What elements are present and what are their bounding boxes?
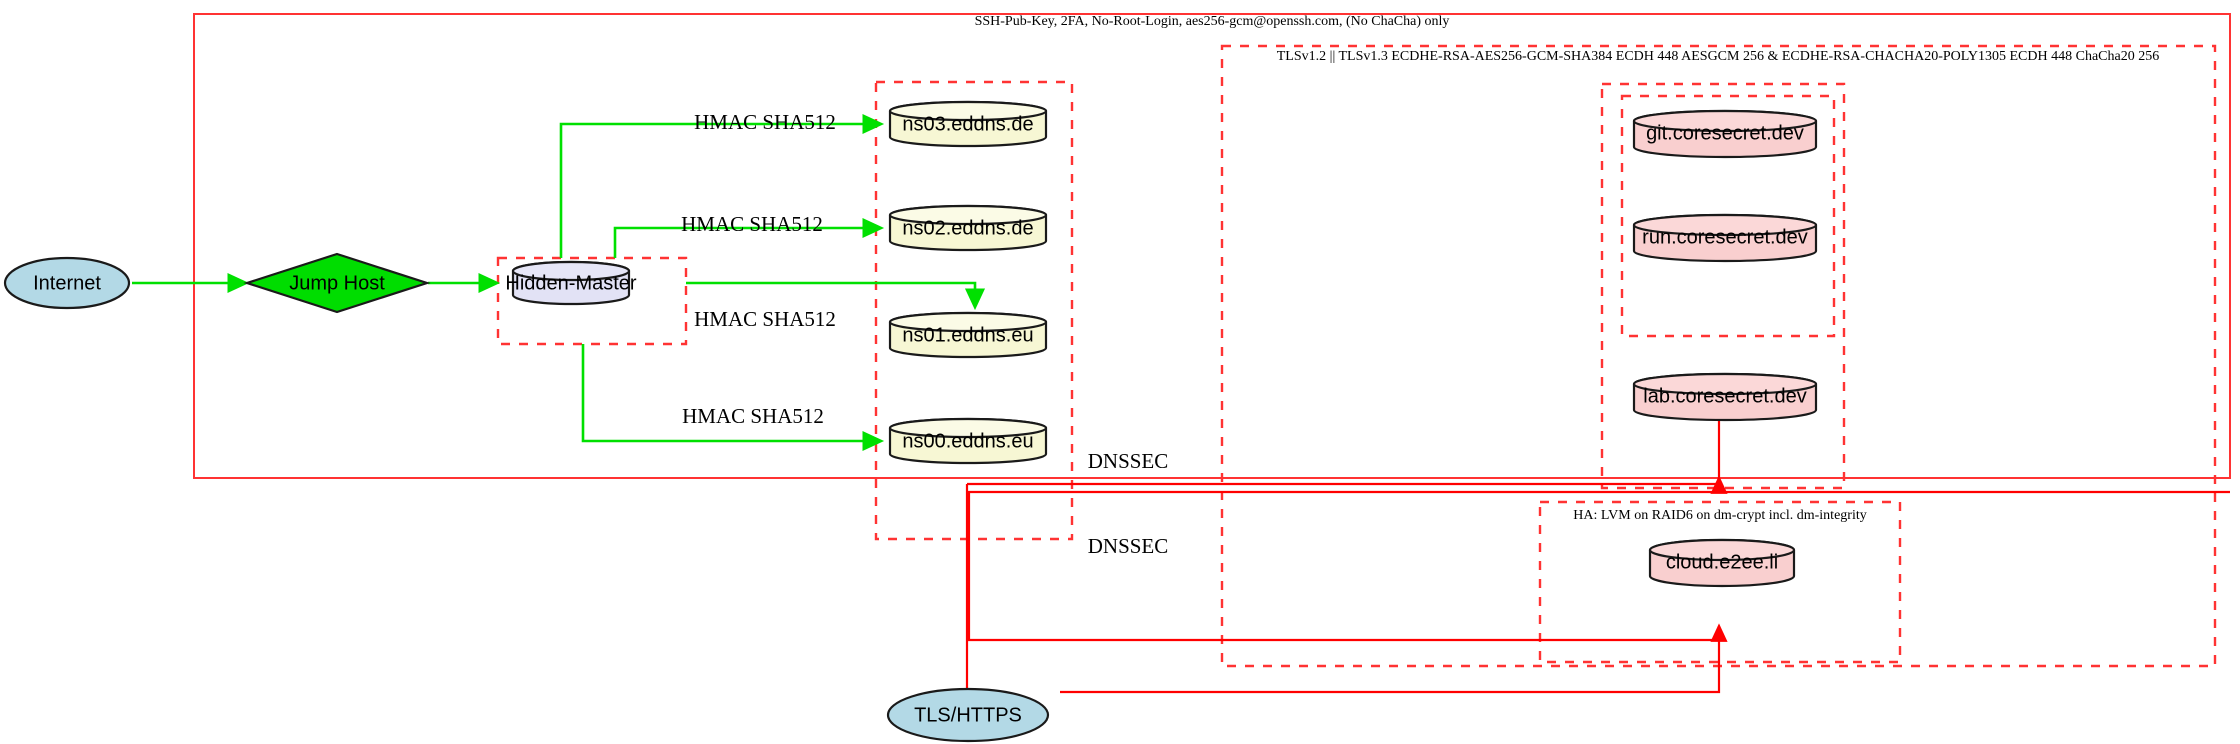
- node-internet-label: Internet: [33, 272, 101, 294]
- node-tls-https-label: TLS/HTTPS: [914, 704, 1022, 726]
- edge-tls-https-to-cloud: [1060, 623, 1728, 694]
- node-cloud-label: cloud.e2ee.li: [1666, 551, 1778, 573]
- node-tls-https[interactable]: TLS/HTTPS: [886, 687, 1050, 743]
- node-cloud-e2ee-li[interactable]: cloud.e2ee.li: [1648, 538, 1796, 588]
- edge-label-hmac-ns00: HMAC SHA512: [682, 404, 824, 428]
- cluster-hidden-master-zone: [496, 256, 688, 346]
- node-ns00-label: ns00.eddns.eu: [902, 430, 1033, 452]
- edge-label-hmac-ns01: HMAC SHA512: [694, 307, 836, 331]
- edge-hidden-master-to-ns03: [559, 113, 885, 258]
- node-run-label: run.coresecret.dev: [1642, 226, 1808, 248]
- cluster-tls-zone-label: TLSv1.2 || TLSv1.3 ECDHE-RSA-AES256-GCM-…: [1277, 49, 2159, 64]
- node-lab-coresecret-dev[interactable]: lab.coresecret.dev: [1632, 372, 1818, 422]
- edge-label-hmac-ns03: HMAC SHA512: [694, 110, 836, 134]
- node-ns01[interactable]: ns01.eddns.eu: [888, 311, 1048, 359]
- cluster-coresecret-inner-zone: [1620, 94, 1836, 338]
- node-jump-host[interactable]: Jump Host: [243, 252, 431, 314]
- cluster-ssh-zone: [193, 13, 2231, 479]
- edge-hidden-master-to-ns00: [581, 344, 885, 452]
- node-git-label: git.coresecret.dev: [1646, 122, 1804, 144]
- node-ns02[interactable]: ns02.eddns.de: [888, 204, 1048, 252]
- edge-dnssec-path-b: [967, 490, 2230, 640]
- node-hidden-master[interactable]: Hidden-Master: [505, 260, 637, 306]
- node-lab-label: lab.coresecret.dev: [1643, 385, 1806, 407]
- edge-hidden-master-to-ns02: [613, 217, 885, 258]
- node-ns00[interactable]: ns00.eddns.eu: [888, 417, 1048, 465]
- node-ns02-label: ns02.eddns.de: [902, 217, 1033, 239]
- node-run-coresecret-dev[interactable]: run.coresecret.dev: [1632, 213, 1818, 263]
- cluster-ha-zone-label: HA: LVM on RAID6 on dm-crypt incl. dm-in…: [1573, 508, 1866, 523]
- node-ns01-label: ns01.eddns.eu: [902, 324, 1033, 346]
- cluster-dns-zone: [874, 80, 1074, 541]
- edge-hidden-master-to-ns01: [686, 281, 986, 311]
- node-jump-host-label: Jump Host: [289, 272, 385, 294]
- node-hidden-master-label: Hidden-Master: [505, 272, 637, 294]
- node-ns03[interactable]: ns03.eddns.de: [888, 100, 1048, 148]
- node-git-coresecret-dev[interactable]: git.coresecret.dev: [1632, 109, 1818, 159]
- cluster-ssh-zone-label: SSH-Pub-Key, 2FA, No-Root-Login, aes256-…: [975, 14, 1450, 29]
- cluster-cloud-zone: [1538, 500, 1902, 664]
- edge-label-dnssec-lower: DNSSEC: [1088, 534, 1169, 558]
- edge-label-dnssec-upper: DNSSEC: [1088, 449, 1169, 473]
- edge-label-hmac-ns02: HMAC SHA512: [681, 212, 823, 236]
- node-internet[interactable]: Internet: [3, 256, 131, 310]
- node-ns03-label: ns03.eddns.de: [902, 113, 1033, 135]
